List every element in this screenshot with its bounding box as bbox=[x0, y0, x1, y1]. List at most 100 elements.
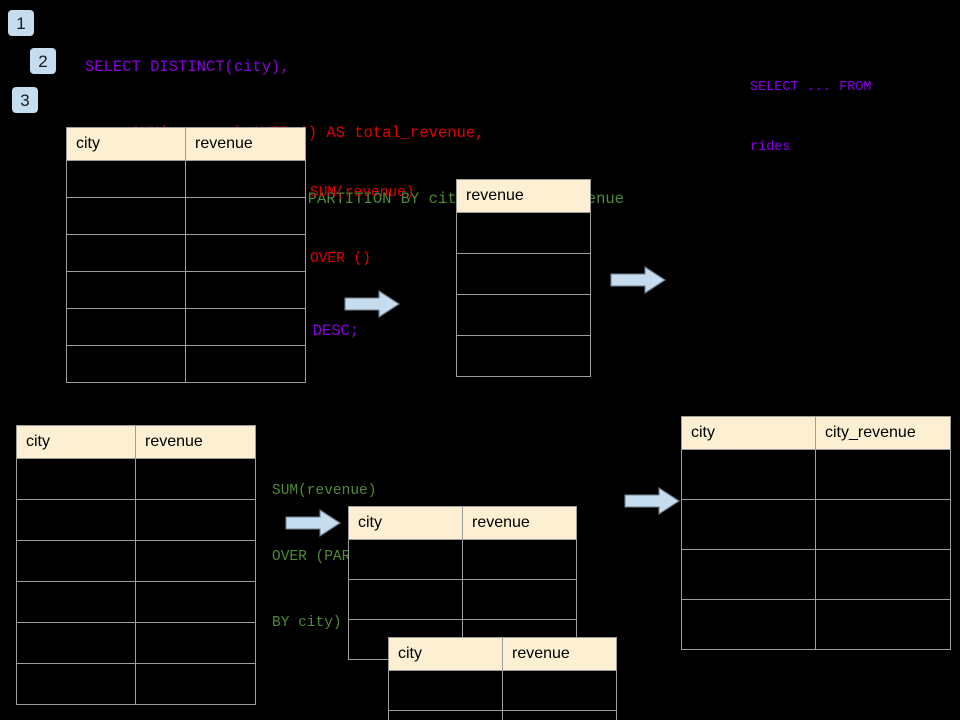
column-header-revenue: revenue bbox=[135, 425, 256, 459]
table-cell bbox=[16, 663, 136, 705]
arrow-total-to-result-icon bbox=[610, 265, 666, 295]
table-row bbox=[16, 663, 256, 705]
table-row bbox=[66, 160, 306, 198]
table-cell bbox=[66, 160, 186, 198]
table-rides-source-bottom: city revenue bbox=[16, 425, 256, 705]
table-cell bbox=[185, 234, 306, 272]
column-header-city-revenue: city_revenue bbox=[815, 416, 951, 450]
step-badge-3: 3 bbox=[12, 87, 38, 113]
column-header-city: city bbox=[681, 416, 816, 450]
table-cell bbox=[135, 499, 256, 541]
annotation-select-from-line1: SELECT ... FROM bbox=[750, 80, 872, 95]
table-row bbox=[66, 197, 306, 235]
table-cell bbox=[388, 670, 503, 711]
table-cell bbox=[502, 710, 617, 720]
table-final-result: city city_revenue bbox=[681, 416, 951, 650]
column-header-revenue: revenue bbox=[502, 637, 617, 671]
table-row bbox=[348, 539, 577, 580]
column-header-city: city bbox=[348, 506, 463, 540]
table-cell bbox=[135, 581, 256, 623]
table-cell bbox=[388, 710, 503, 720]
step-badge-1: 1 bbox=[8, 10, 34, 36]
step-badge-2: 2 bbox=[30, 48, 56, 74]
table-cell bbox=[456, 253, 591, 295]
table-row bbox=[681, 599, 951, 650]
table-body bbox=[66, 160, 306, 383]
annotation-sum-over-empty: SUM(revenue) OVER () bbox=[310, 138, 414, 314]
table-body bbox=[388, 670, 617, 720]
table-cell bbox=[16, 581, 136, 623]
arrow-partition-to-result-icon bbox=[624, 486, 680, 516]
table-cell bbox=[456, 294, 591, 336]
table-cell bbox=[502, 670, 617, 711]
table-cell bbox=[135, 540, 256, 582]
table-body bbox=[16, 458, 256, 705]
table-header-row: city revenue bbox=[388, 637, 617, 671]
annotation-select-from: SELECT ... FROM rides bbox=[750, 38, 872, 198]
annotation-sum-over-empty-line1: SUM(revenue) bbox=[310, 185, 415, 201]
table-total-revenue: revenue bbox=[456, 179, 591, 377]
table-row bbox=[456, 253, 591, 295]
table-header-row: revenue bbox=[456, 179, 591, 213]
table-row bbox=[681, 499, 951, 550]
table-cell bbox=[348, 539, 463, 580]
table-cell bbox=[66, 197, 186, 235]
column-header-city: city bbox=[66, 127, 186, 161]
table-row bbox=[388, 710, 617, 720]
table-row bbox=[388, 670, 617, 711]
table-row bbox=[456, 212, 591, 254]
table-cell bbox=[135, 622, 256, 664]
table-cell bbox=[681, 549, 816, 600]
table-row bbox=[66, 345, 306, 383]
table-cell bbox=[681, 449, 816, 500]
table-cell bbox=[815, 599, 951, 650]
sql-line-select: SELECT DISTINCT(city), bbox=[85, 58, 290, 76]
table-cell bbox=[456, 335, 591, 377]
table-cell bbox=[135, 663, 256, 705]
table-header-row: city revenue bbox=[66, 127, 306, 161]
table-body bbox=[456, 212, 591, 377]
table-partition-group-front: city revenue bbox=[388, 637, 617, 720]
table-cell bbox=[681, 499, 816, 550]
table-cell bbox=[16, 540, 136, 582]
annotation-sum-over-empty-line2: OVER () bbox=[310, 251, 371, 267]
table-cell bbox=[135, 458, 256, 500]
column-header-revenue: revenue bbox=[185, 127, 306, 161]
table-row bbox=[66, 271, 306, 309]
column-header-city: city bbox=[388, 637, 503, 671]
table-cell bbox=[66, 345, 186, 383]
table-cell bbox=[681, 599, 816, 650]
annotation-sum-over-partition-line3: BY city) bbox=[272, 615, 342, 631]
table-row bbox=[456, 294, 591, 336]
annotation-sum-over-partition-line1: SUM(revenue) bbox=[272, 483, 377, 499]
column-header-city: city bbox=[16, 425, 136, 459]
table-cell bbox=[456, 212, 591, 254]
table-cell bbox=[185, 271, 306, 309]
table-cell bbox=[185, 345, 306, 383]
table-cell bbox=[66, 234, 186, 272]
table-cell bbox=[16, 458, 136, 500]
table-row bbox=[66, 234, 306, 272]
arrow-source-to-partition-icon bbox=[285, 508, 341, 538]
table-header-row: city revenue bbox=[348, 506, 577, 540]
table-body bbox=[681, 449, 951, 650]
table-row bbox=[66, 308, 306, 346]
table-cell bbox=[462, 579, 577, 620]
table-row bbox=[16, 499, 256, 541]
table-cell bbox=[462, 539, 577, 580]
table-row bbox=[681, 449, 951, 500]
table-cell bbox=[815, 549, 951, 600]
table-cell bbox=[185, 308, 306, 346]
table-cell bbox=[66, 271, 186, 309]
annotation-select-from-line2: rides bbox=[750, 140, 791, 155]
table-cell bbox=[815, 499, 951, 550]
table-row bbox=[348, 579, 577, 620]
table-cell bbox=[66, 308, 186, 346]
table-cell bbox=[815, 449, 951, 500]
table-row bbox=[16, 581, 256, 623]
table-rides-source-top: city revenue bbox=[66, 127, 306, 383]
table-header-row: city revenue bbox=[16, 425, 256, 459]
table-cell bbox=[16, 622, 136, 664]
arrow-source-to-total-icon bbox=[344, 289, 400, 319]
